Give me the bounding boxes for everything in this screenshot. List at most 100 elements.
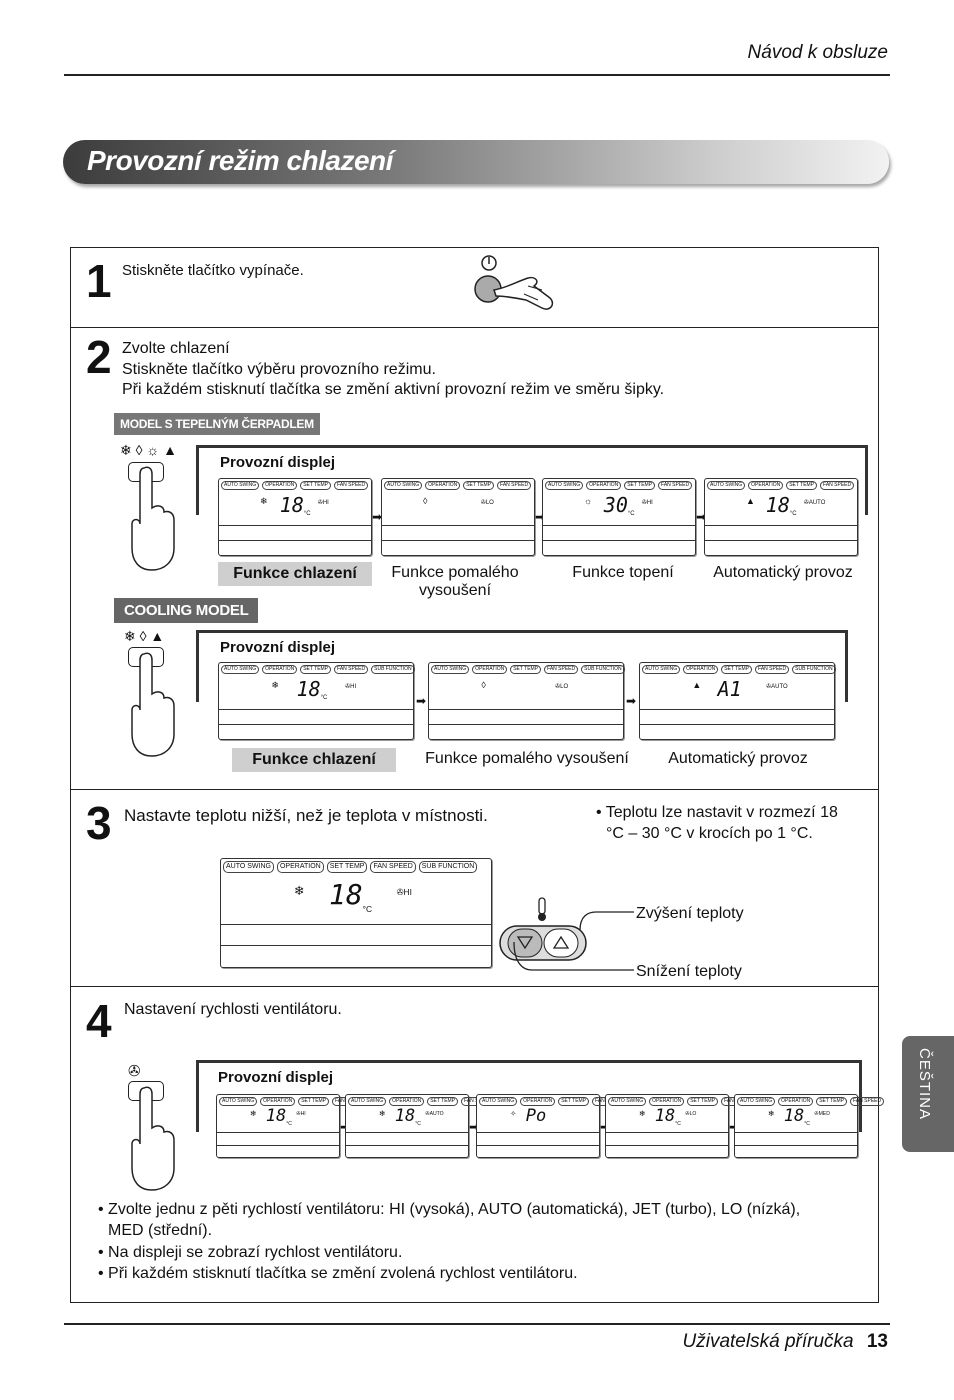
instruction-box [70, 247, 879, 1303]
bullet-3: • Při každém stisknutí tlačítka se změní… [98, 1265, 578, 1282]
caption-dry: Funkce pomalého vysoušení [425, 750, 629, 767]
lcd-button-label: SET TEMP [687, 1097, 719, 1106]
lcd-temperature: 18 [654, 1106, 676, 1127]
lcd-line [735, 1132, 857, 1134]
lcd-button-label: OPERATION [748, 481, 784, 490]
lcd-unit: °C [286, 1121, 292, 1128]
caption-auto: Automatický provoz [668, 750, 808, 767]
lcd-fan-speed: ✇MED [814, 1111, 830, 1118]
caption-cooling: Funkce chlazení [218, 562, 372, 586]
fan-icon: ✇ [128, 1063, 141, 1080]
lcd-button-label: OPERATION [262, 481, 298, 490]
lcd-line [219, 524, 371, 526]
power-button-illustration [474, 255, 554, 310]
section-banner: Provozní režim chlazení [63, 140, 889, 184]
lcd-button-label: SET TEMP [427, 1097, 459, 1106]
step3-note-line2: °C – 30 °C v krocích po 1 °C. [606, 825, 813, 842]
lcd-fan-speed: ✇AUTO [803, 499, 826, 506]
mode-symbol-icon: ▲ [746, 495, 755, 506]
mode-symbol-icon: ❄ [293, 883, 305, 898]
step-number: 4 [86, 995, 112, 1047]
lcd-line [219, 723, 413, 725]
lcd-unit: °C [362, 904, 372, 915]
step2-line3: Při každém stisknutí tlačítka se změní a… [122, 381, 665, 398]
lcd-button-label: AUTO SWING [223, 861, 274, 873]
hand-icon [131, 652, 175, 757]
lcd-button-label: AUTO SWING [219, 1097, 258, 1106]
lcd-button-label: FAN SPEED [820, 481, 855, 490]
sequence-arrow-icon: ➡ [626, 694, 637, 708]
lcd-temperature: 18 [765, 492, 790, 517]
footer-rule [64, 1323, 890, 1325]
bullet-1-cont: MED (střední). [108, 1222, 213, 1239]
lcd-button-label: AUTO SWING [608, 1097, 647, 1106]
lcd-line [217, 1144, 339, 1146]
step-divider [70, 986, 879, 987]
callout-lines [513, 911, 634, 971]
lcd-button-label: SET TEMP [558, 1097, 590, 1106]
lcd-button-label: SET TEMP [786, 481, 818, 490]
lcd-line [221, 945, 491, 947]
lcd-line [217, 1132, 339, 1134]
lcd-line [606, 1144, 728, 1146]
display-label: Provozní displej [220, 639, 336, 656]
lcd-line [543, 539, 695, 541]
heatpump-display-bracket [196, 445, 868, 515]
mode-symbol-icon: ❄ [378, 1108, 386, 1118]
lcd-button-label: FAN SPEED [755, 665, 790, 674]
caption-cooling: Funkce chlazení [232, 748, 396, 772]
lcd-button-label: SET TEMP [463, 481, 495, 490]
lcd-line [543, 524, 695, 526]
hand-icon [493, 276, 554, 310]
lcd-line [346, 1132, 468, 1134]
lcd-button-label: OPERATION [425, 481, 461, 490]
lcd-line [346, 1144, 468, 1146]
lcd-button-label: SET TEMP [300, 481, 332, 490]
mode-symbol-icon: ❄ [271, 679, 279, 690]
bullet-1: • Zvolte jednu z pěti rychlostí ventilát… [98, 1201, 801, 1218]
lcd-button-label: SET TEMP [300, 665, 332, 674]
lcd-button-label: FAN SPEED [497, 481, 532, 490]
page-number: 13 [866, 1331, 888, 1352]
lcd-button-label: FAN SPEED [544, 665, 579, 674]
lcd-line [735, 1144, 857, 1146]
lcd-button-label: AUTO SWING [707, 481, 746, 490]
lcd-button-label: SET TEMP [624, 481, 656, 490]
lcd-button-label: SET TEMP [816, 1097, 848, 1106]
lcd-unit: °C [303, 510, 311, 517]
lcd-unit: °C [415, 1121, 421, 1128]
lcd-button-label: FAN SPEED [334, 481, 369, 490]
section-title: Provozní režim chlazení [87, 145, 393, 176]
lcd-button-label: OPERATION [472, 665, 508, 674]
lcd-button-label: OPERATION [520, 1097, 556, 1106]
lcd-button-label: AUTO SWING [348, 1097, 387, 1106]
lcd-line [382, 539, 534, 541]
lcd-fan-speed: ✇HI [641, 499, 653, 506]
lcd-temperature: 18 [279, 492, 304, 517]
mode-icons: ❄ ◊ ☼ ▲ [120, 442, 178, 458]
lcd-temperature: 18 [296, 676, 321, 701]
lcd-button-label: AUTO SWING [545, 481, 584, 490]
heatpump-model-tag: MODEL S TEPELNÝM ČERPADLEM [114, 413, 320, 435]
lcd-fan-speed: ✇HI [296, 1111, 306, 1118]
step-number: 2 [86, 331, 112, 383]
display-label: Provozní displej [218, 1069, 334, 1086]
lcd-temperature: 18 [394, 1106, 416, 1127]
mode-symbol-icon: ☼ [584, 495, 593, 506]
power-icon [481, 255, 497, 271]
lcd-fan-speed: ✇HI [345, 683, 357, 690]
lcd-temperature: Po [525, 1106, 547, 1127]
